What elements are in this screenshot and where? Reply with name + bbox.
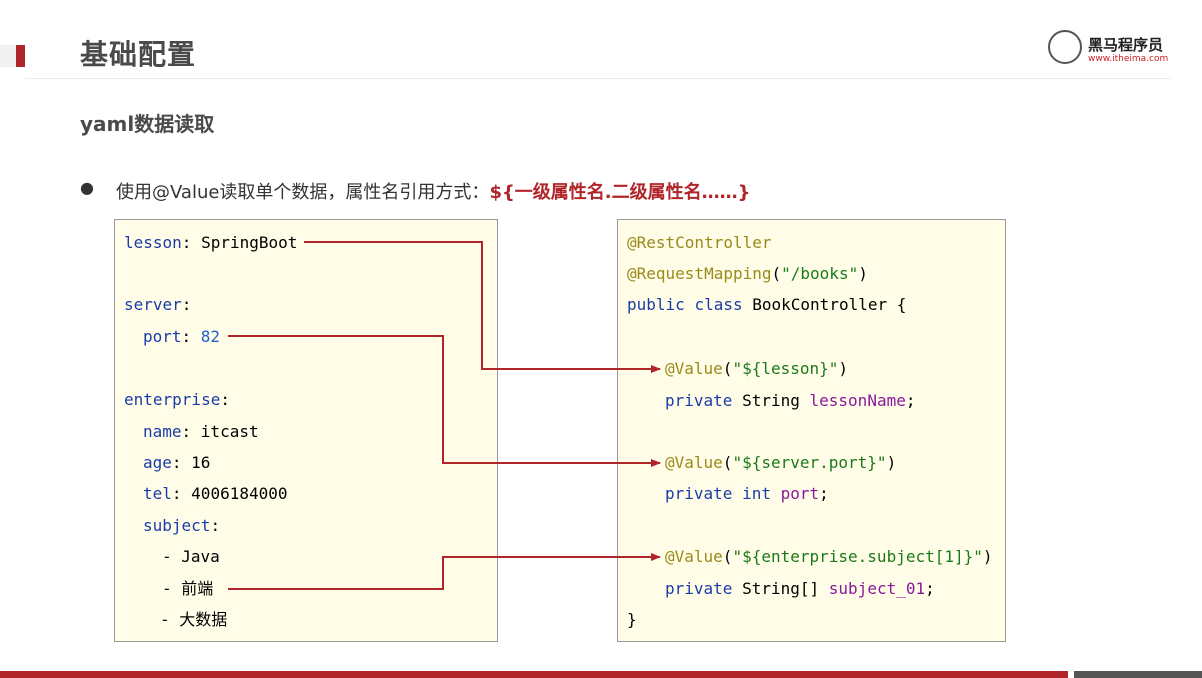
yaml-key: lesson [124,233,182,252]
yaml-key: server [124,295,182,314]
bullet-highlight: ${一级属性名.二级属性名……} [489,182,751,203]
yaml-list-value: 前端 [181,579,214,598]
page-title: 基础配置 [80,38,197,71]
yaml-value: itcast [200,422,259,441]
java-class-name: BookController [752,295,888,314]
yaml-list-value: Java [181,547,220,566]
yaml-line-lesson: lesson: SpringBoot [124,233,298,252]
bullet-icon: ● [80,178,94,197]
yaml-key: age [143,453,172,472]
footer-bar-grey [1074,671,1202,678]
java-string: "${enterprise.subject[1]}" [732,547,983,566]
java-keyword: private [665,391,733,410]
java-annotation: @RestController [627,233,772,252]
section-subtitle: yaml数据读取 [80,112,215,136]
java-annotation: @RequestMapping [627,264,772,283]
yaml-key: enterprise [124,390,221,409]
horse-logo-icon [1048,30,1082,64]
java-code-box: @RestController @RequestMapping("/books"… [617,219,1006,642]
java-field: port [780,484,820,503]
yaml-list-item: - 大数据 [160,610,228,629]
java-line-value-subject: @Value("${enterprise.subject[1]}") [665,547,993,566]
yaml-line-enterprise: enterprise: [124,390,230,409]
bullet-text: 使用@Value读取单个数据，属性名引用方式：${一级属性名.二级属性名……} [116,178,750,204]
yaml-list-item: - Java [162,547,220,566]
yaml-list-value: 大数据 [179,610,228,629]
java-type: String[] [742,579,820,598]
yaml-line-subject: subject: [143,516,221,535]
yaml-code-box: lesson: SpringBoot server: port: 82 ente… [114,219,498,642]
java-annotation: @Value [665,359,723,378]
yaml-line-tel: tel: 4006184000 [143,484,288,503]
yaml-list-item: - 前端 [162,579,214,598]
yaml-key: subject [143,516,211,535]
yaml-line-age: age: 16 [143,453,211,472]
java-line-field-subject: private String[] subject_01; [665,579,935,598]
title-divider [25,78,1170,79]
yaml-value: 4006184000 [191,484,288,503]
left-accent-bar [16,45,25,67]
java-line-close: } [627,610,637,630]
java-line-field-lesson: private String lessonName; [665,391,916,410]
brand-logo: 黑马程序员 www.itheima.com [1048,30,1178,70]
java-annotation: @Value [665,547,723,566]
yaml-line-port: port: 82 [143,327,221,346]
arrow-subject [228,553,661,590]
yaml-value: 16 [191,453,211,472]
java-keyword: public [627,295,685,314]
yaml-key: port [143,327,182,346]
java-field: lessonName [809,391,906,410]
java-line-class: public class BookController { [627,295,907,314]
logo-url: www.itheima.com [1088,54,1169,64]
java-string: "${lesson}" [732,359,839,378]
java-keyword: int [742,484,771,503]
java-line-restcontroller: @RestController [627,233,772,253]
bullet-prefix: 使用@Value读取单个数据，属性名引用方式： [116,182,490,203]
java-keyword: private [665,484,733,503]
java-annotation: @Value [665,453,723,472]
java-line-value-port: @Value("${server.port}") [665,453,897,472]
java-line-value-lesson: @Value("${lesson}") [665,359,849,378]
java-field: subject_01 [828,579,926,598]
yaml-line-server: server: [124,295,192,314]
java-keyword: private [665,579,733,598]
arrow-port [228,335,661,467]
java-line-field-port: private int port; [665,484,829,503]
java-keyword: class [694,295,743,314]
java-close-brace: } [627,610,637,629]
arrow-lesson [304,241,661,373]
java-string: "/books" [781,264,859,283]
yaml-value: 82 [200,327,221,346]
yaml-line-name: name: itcast [143,422,259,441]
yaml-key: tel [143,484,172,503]
yaml-value: SpringBoot [201,233,298,252]
yaml-key: name [143,422,182,441]
java-line-requestmapping: @RequestMapping("/books") [627,264,868,283]
java-string: "${server.port}" [732,453,887,472]
footer-bar-red [0,671,1068,678]
java-type: String [742,391,800,410]
logo-name: 黑马程序员 [1088,36,1164,54]
left-accent-grey [0,45,16,67]
